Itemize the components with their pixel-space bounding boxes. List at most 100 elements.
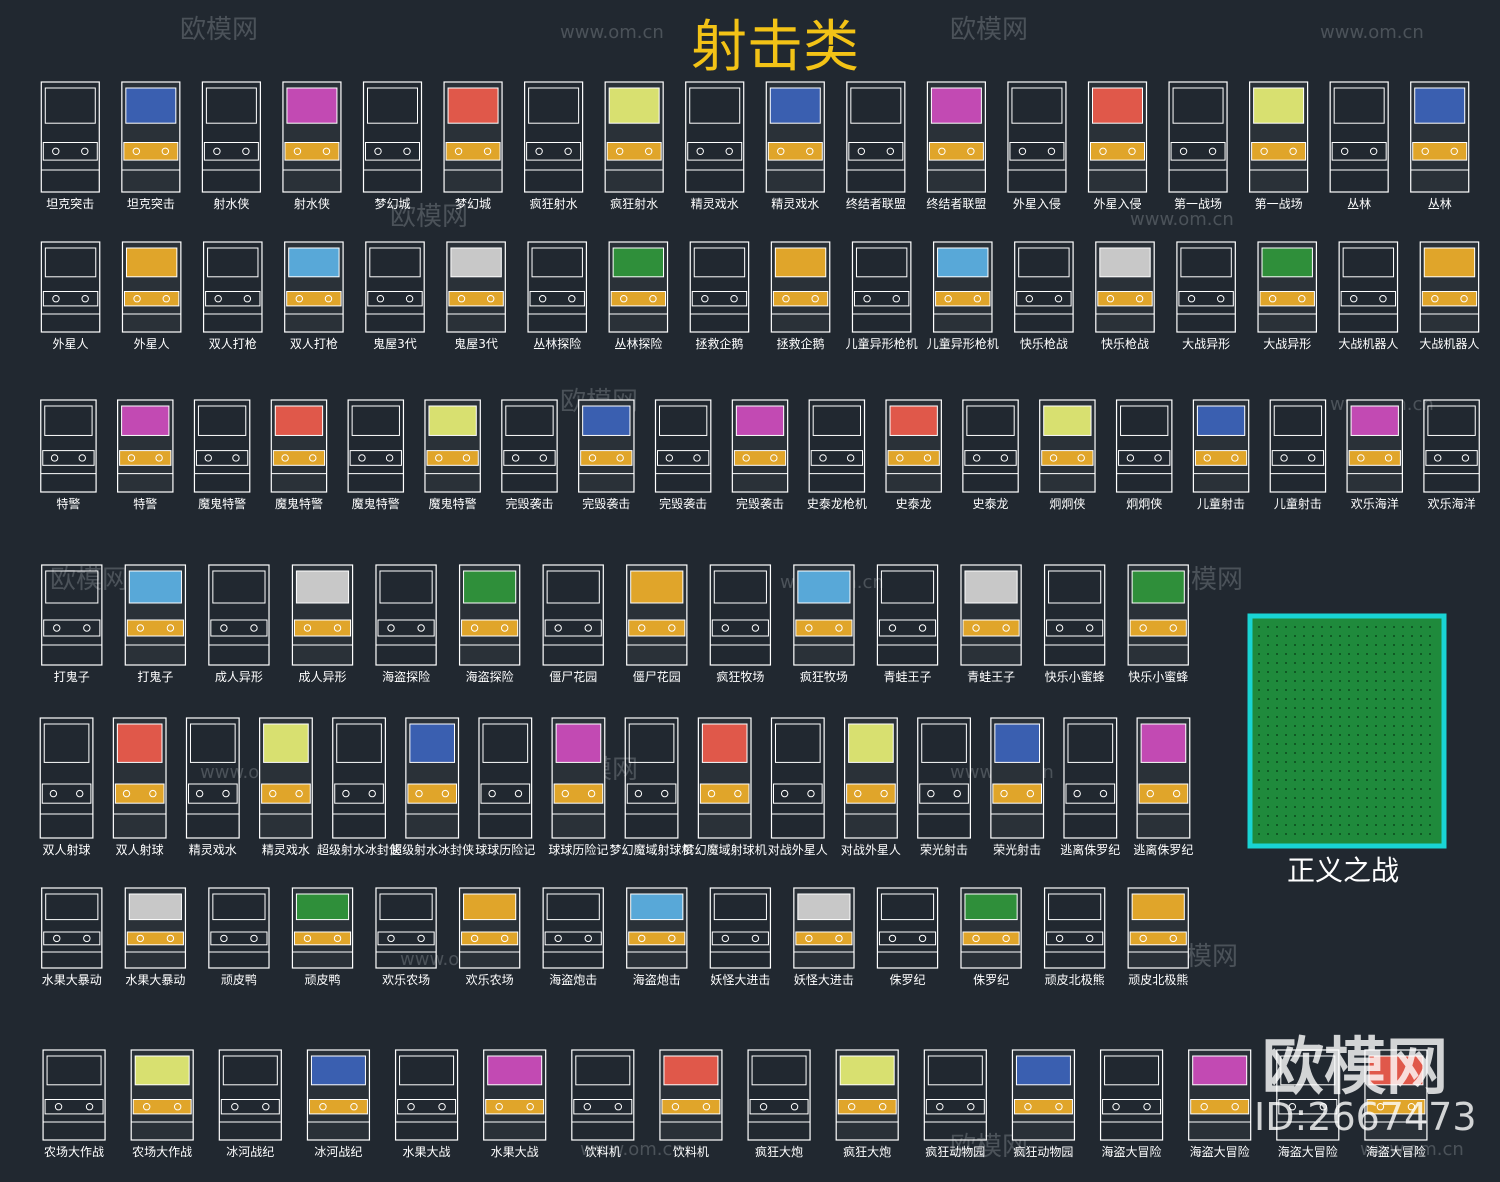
panel-dot [1339,797,1341,799]
machine-symbol: 快乐枪战 [1014,241,1074,351]
panel-dot [1366,680,1368,682]
machine-screen [1350,405,1399,436]
machine-label: 疯狂大炮 [755,1144,803,1159]
panel-dot [1366,761,1368,763]
machine-control-panel [377,931,435,946]
machine-symbol: 梦幻城 [443,81,503,211]
gun-handle-icon [403,147,411,156]
machine-symbol: 双人打枪 [202,241,263,351]
gun-handle-icon [620,295,628,303]
panel-dot [1357,806,1359,808]
gun-handle-icon [483,147,492,156]
panel-dot [1267,626,1269,628]
machine-symbol: 饮料机 [659,1049,723,1159]
panel-dot [1384,752,1386,754]
panel-dot [1294,752,1296,754]
gun-handle-icon [1268,295,1277,303]
machine-control-panel [41,783,92,804]
gun-handle-icon [295,295,303,303]
machine-screen [463,893,517,921]
machine-body [654,399,712,493]
machine-control-panel [42,450,95,466]
machine-screen [850,87,902,124]
machine-symbol: 丛林探险 [527,241,588,351]
machine-control-panel [1425,450,1478,466]
panel-dot [1303,806,1305,808]
panel-dot [1285,797,1287,799]
panel-dot [1348,797,1350,799]
machine-control-panel [284,142,340,161]
panel-dot [1348,644,1350,646]
machine-label: 青蛙王子 [967,670,1015,684]
machine-label: 魔鬼特警 [275,496,323,511]
panel-dot [1330,689,1332,691]
panel-dot [1384,761,1386,763]
machine-control-panel [544,619,602,637]
gun-handle-icon [415,789,423,798]
panel-dot [1276,815,1278,817]
machine-symbol: 坦克突击 [40,81,100,211]
gun-handle-icon [888,624,897,632]
machine-label: 炯炯侠 [1126,497,1162,511]
gun-handle-icon [1018,147,1027,156]
gun-handle-icon [262,1103,270,1111]
machine-control-panel [699,783,750,804]
machine-control-panel [203,142,259,161]
panel-dot [1312,662,1314,664]
panel-dot [1294,707,1296,709]
machine-screen [658,405,708,436]
panel-dot [1312,743,1314,745]
panel-dot [1420,662,1422,664]
machine-screen [116,723,163,763]
gun-handle-icon [863,295,871,303]
panel-dot [1285,635,1287,637]
machine-control-panel [925,1099,985,1115]
panel-dot [1348,752,1350,754]
machine-screen [839,1055,895,1086]
machine-label: 梦幻城 [374,197,410,211]
panel-dot [1357,725,1359,727]
machine-symbol: 魔鬼特警 [193,399,251,511]
gun-handle-icon [214,295,222,303]
panel-dot [1366,653,1368,655]
machine-screen [546,893,600,921]
panel-dot [1402,626,1404,628]
panel-dot [1420,806,1422,808]
gun-handle-icon [231,1103,239,1111]
machine-symbol: 海盗大冒险 [1276,1049,1340,1159]
machine-screen [1180,247,1232,278]
machine-label: 快乐小蜜蜂 [1045,669,1105,684]
gun-handle-icon [319,1103,327,1111]
machine-screen [1253,87,1305,124]
panel-dot [1294,698,1296,700]
panel-dot [1267,815,1269,817]
machine-symbol: 疯狂大炮 [835,1049,899,1159]
gun-handle-icon [835,624,843,632]
panel-dot [1294,788,1296,790]
machine-symbol: 外星入侵 [1087,81,1148,211]
panel-dot [1294,833,1296,835]
machine-body [362,81,423,193]
machine-label: 妖怪大进击 [710,973,770,987]
machine-screen [286,87,338,124]
panel-dot [1375,833,1377,835]
panel-dot [1348,716,1350,718]
panel-dot [1402,770,1404,772]
machine-label: 大战异形 [1263,337,1311,351]
machine-control-panel [365,142,420,161]
panel-dot [1285,734,1287,736]
gun-handle-icon [136,624,145,632]
gun-handle-icon [417,934,425,943]
machine-control-panel [628,619,686,637]
panel-dot [1411,806,1413,808]
gun-handle-icon [333,624,342,632]
gun-handle-icon [76,789,84,798]
machine-screen [212,570,266,604]
panel-dot [1402,734,1404,736]
panel-dot [1393,752,1395,754]
panel-dot [1366,743,1368,745]
machine-label: 快乐枪战 [1101,336,1149,351]
panel-dot [1285,626,1287,628]
machine-control-panel [448,291,504,307]
panel-dot [1429,644,1431,646]
